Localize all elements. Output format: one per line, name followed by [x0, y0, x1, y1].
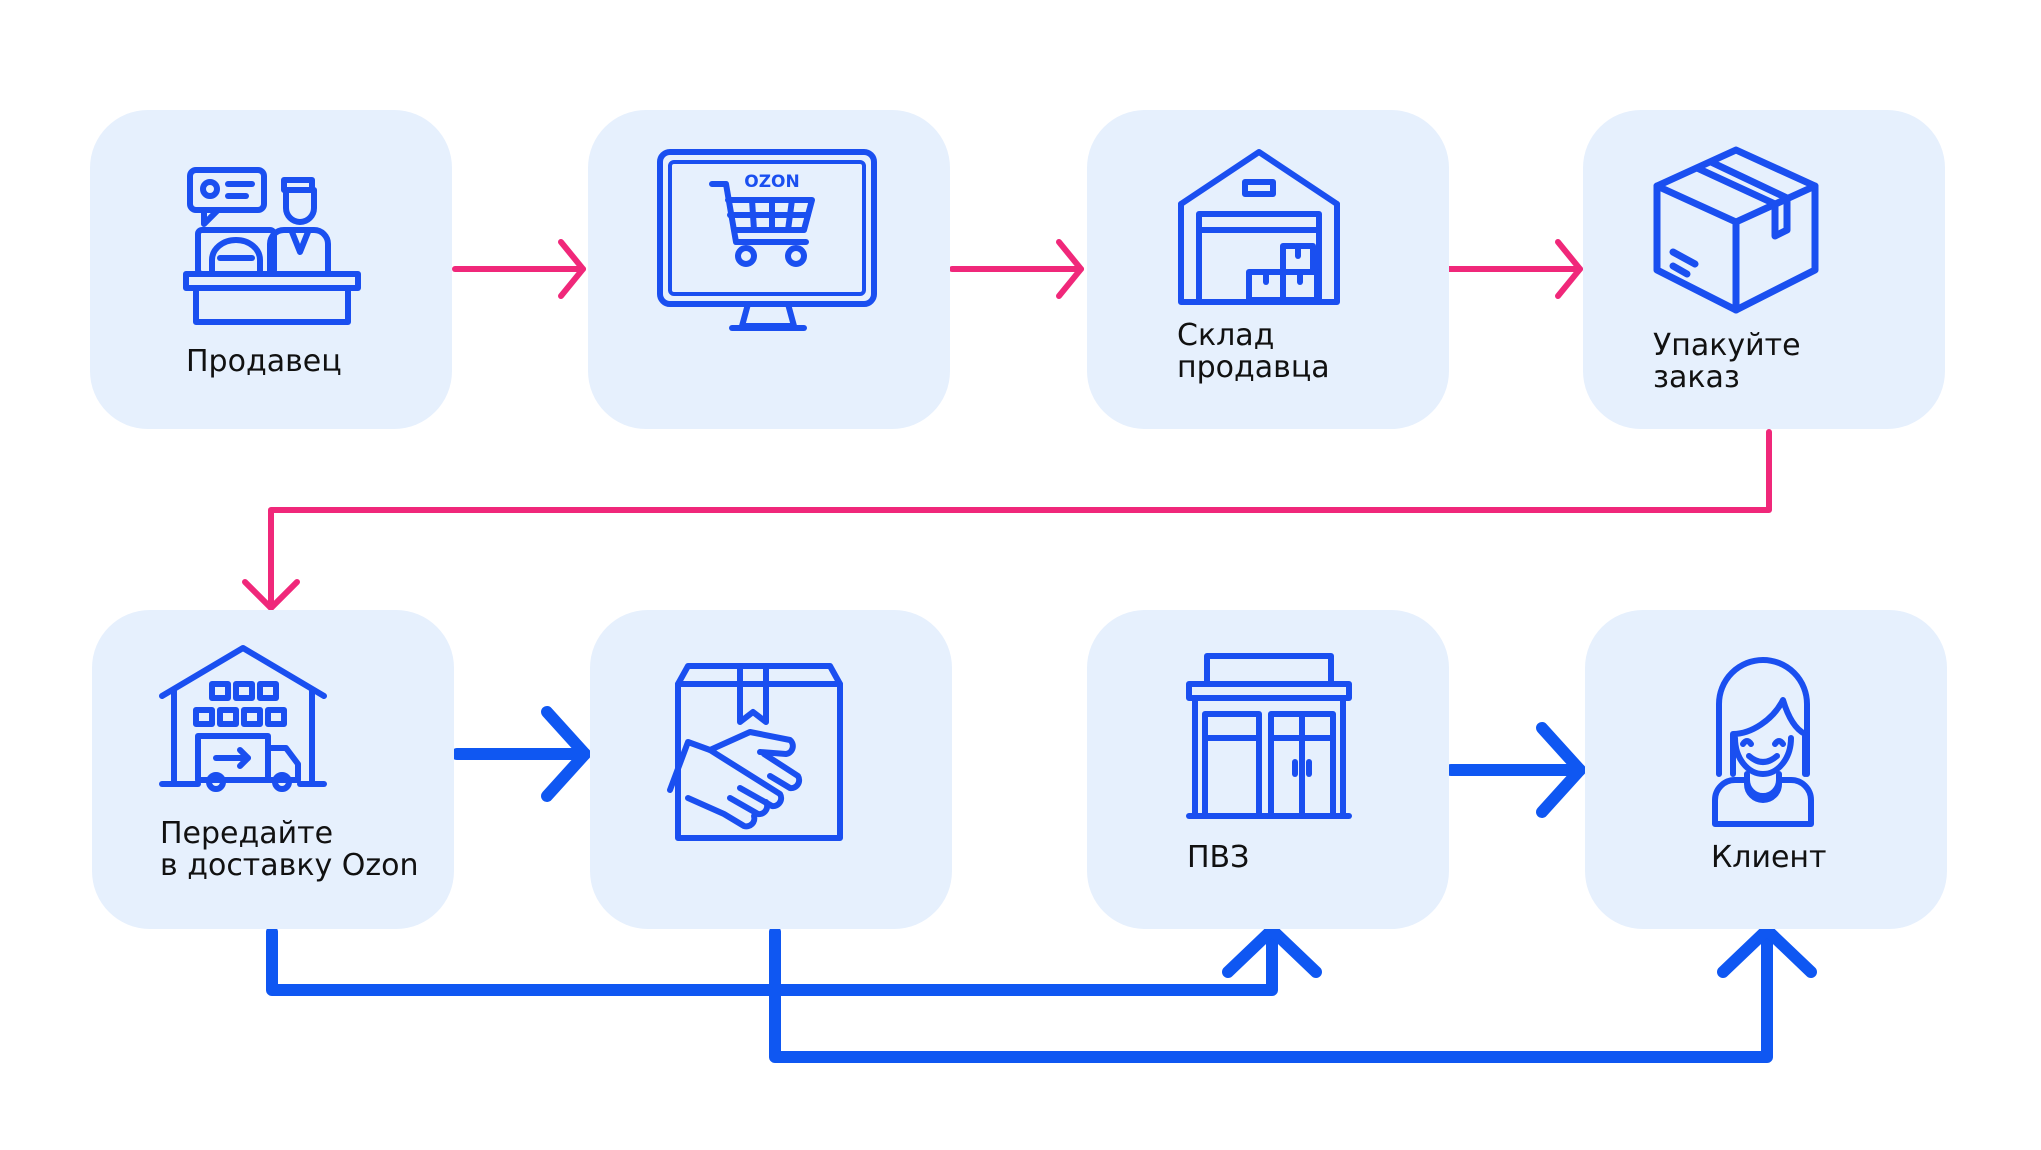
- arrow-handover-to-parcel: [451, 706, 591, 802]
- node-label: Клиент: [1711, 840, 1827, 875]
- pink-flow-group: [242, 239, 1772, 611]
- monitor-shopping-cart-icon: OZON: [657, 149, 877, 331]
- arrow-pack-to-handover: [242, 429, 1772, 611]
- blue-flow-group: [266, 706, 1817, 1063]
- seller-at-counter-icon: [183, 167, 361, 325]
- warehouse-icon: [1178, 149, 1340, 305]
- monitor-brand-text: OZON: [744, 172, 799, 192]
- arrow-parcel-to-client: [769, 924, 1817, 1063]
- node-marketplace: OZON: [588, 110, 950, 429]
- client-avatar-icon: [1712, 657, 1814, 827]
- arrow-seller-to-marketplace: [452, 239, 586, 299]
- box-handover-icon: [667, 663, 843, 841]
- node-seller-warehouse: Склад продавца: [1087, 110, 1449, 429]
- node-parcel-handover: [590, 610, 952, 929]
- node-pack-order: Упакуйте заказ: [1583, 110, 1945, 429]
- node-label: Передайте в доставку Ozon: [160, 816, 419, 883]
- pickup-point-building-icon: [1186, 653, 1352, 819]
- warehouse-with-truck-icon: [159, 645, 327, 792]
- node-label: ПВЗ: [1187, 840, 1250, 875]
- node-label: Упакуйте заказ: [1653, 328, 1801, 395]
- node-pickup-point: ПВЗ: [1087, 610, 1449, 929]
- parcel-box-icon: [1653, 146, 1819, 314]
- node-hand-over: Передайте в доставку Ozon: [92, 610, 454, 929]
- arrow-pvz-to-client: [1445, 722, 1586, 818]
- node-label: Продавец: [186, 344, 342, 379]
- arrow-warehouse-to-pack: [1446, 239, 1583, 299]
- node-client: Клиент: [1585, 610, 1947, 929]
- node-label: Склад продавца: [1177, 318, 1330, 385]
- node-seller: Продавец: [90, 110, 452, 429]
- arrow-marketplace-to-warehouse: [949, 239, 1084, 299]
- arrow-handover-to-pvz: [266, 924, 1322, 996]
